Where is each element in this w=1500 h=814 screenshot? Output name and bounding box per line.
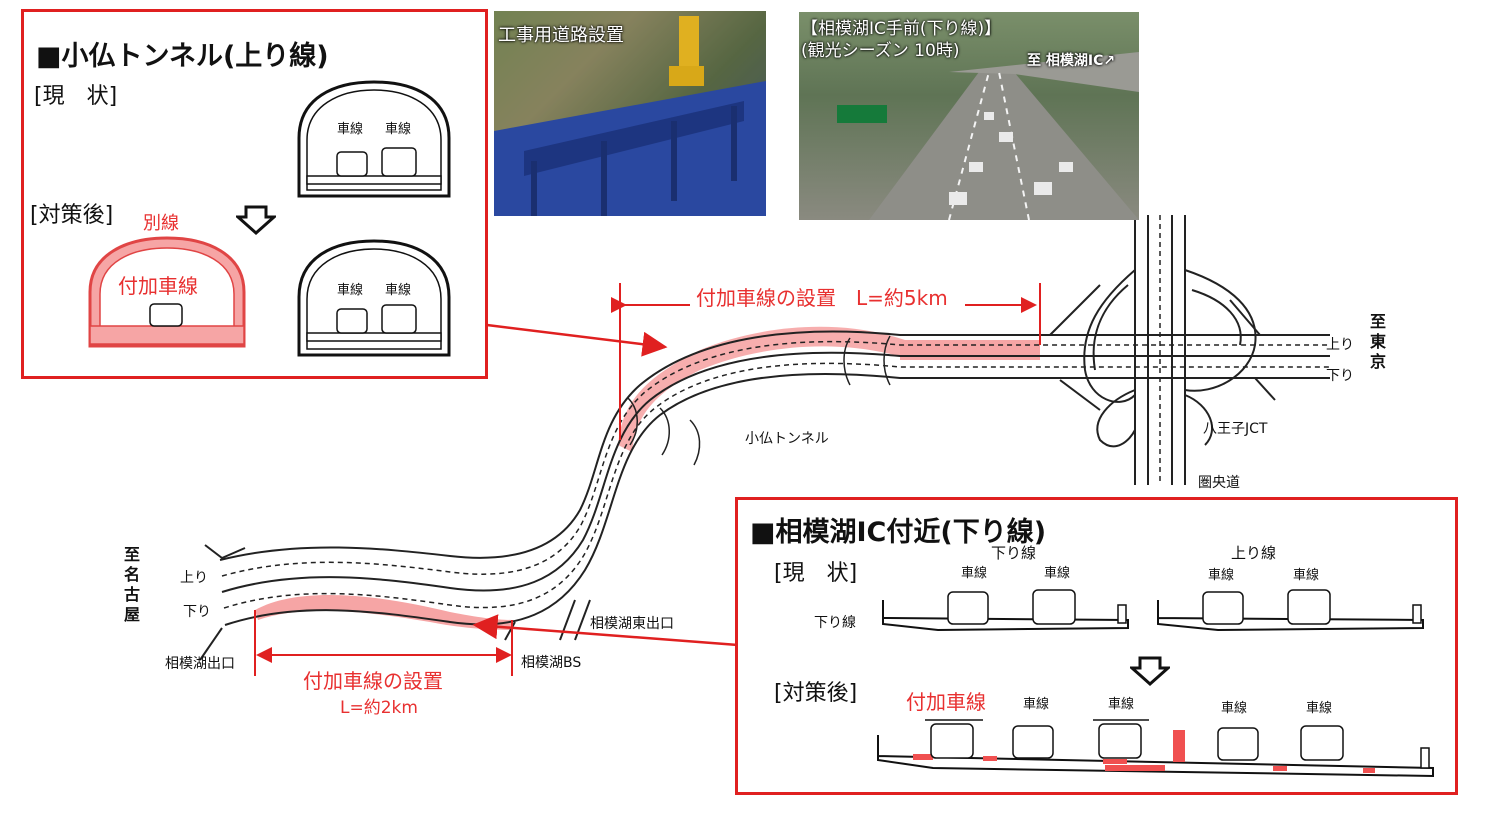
tunnel-after-diagram: 車線 車線 [289, 237, 459, 362]
sagamiko-traffic-photo: 【相模湖IC手前(下り線)】 (観光シーズン 10時) 至 相模湖IC↗ [799, 12, 1139, 220]
lane-label: 車線 [385, 283, 412, 298]
construction-road-photo: 工事用道路設置 [494, 11, 766, 216]
ken-o-label: 圏央道 [1198, 475, 1240, 491]
down-arrow-icon [236, 205, 276, 235]
added-lane-2km-label-line1: 付加車線の設置 [303, 669, 443, 693]
kobotoke-current-label: [現 状] [34, 84, 118, 109]
photo2-direction: 至 相模湖IC↗ [1027, 53, 1116, 69]
down-label-east: 下り [1326, 368, 1354, 384]
lane-label: 車線 [1044, 566, 1071, 581]
added-lane-5km-highlight [618, 326, 905, 452]
after-cross-section [873, 710, 1453, 785]
kobotoke-after-label: [対策後] [30, 203, 114, 228]
added-lane-tunnel-diagram: 付加車線 [82, 234, 252, 359]
photo1-caption: 工事用道路設置 [498, 25, 624, 46]
lane-label: 車線 [1221, 701, 1248, 716]
added-lane-2km-label-line2: L=約2km [340, 698, 418, 718]
lane-label: 車線 [961, 566, 988, 581]
to-tokyo-label: 至 東京 [1369, 312, 1386, 371]
up-label-east: 上り [1326, 337, 1354, 353]
down-arrow-icon [1130, 656, 1170, 686]
jct-label: 八王子JCT [1203, 421, 1268, 437]
up-line-header: 上り線 [1231, 544, 1277, 562]
lane-label: 車線 [1293, 568, 1320, 583]
sagamiko-bs-label: 相模湖BS [521, 655, 582, 671]
sagamiko-title: ■相模湖IC付近(下り線) [750, 517, 1047, 548]
sagamiko-exit-label: 相模湖出口 [165, 656, 235, 672]
tunnel-current-diagram: 車線 車線 [289, 78, 459, 203]
added-lane-label: 付加車線 [906, 690, 986, 714]
lane-label: 車線 [1306, 701, 1333, 716]
lane-label: 車線 [337, 122, 364, 137]
bypass-label: 別線 [143, 213, 179, 234]
lane-label: 車線 [1023, 697, 1050, 712]
sagamiko-ic-panel: ■相模湖IC付近(下り線) [現 状] [対策後] 下り線 上り線 下り線 車線… [735, 497, 1458, 795]
lane-label: 車線 [385, 122, 412, 137]
current-cross-section [878, 580, 1438, 640]
down-line-header: 下り線 [991, 544, 1037, 562]
sagamiko-current-label: [現 状] [774, 561, 858, 586]
lane-label: 車線 [1208, 568, 1235, 583]
kobotoke-title: ■小仏トンネル(上り線) [36, 41, 329, 72]
tunnel-label: 小仏トンネル [745, 431, 829, 447]
added-lane-5km-label: 付加車線の設置 L=約5km [696, 286, 948, 310]
lane-label: 車線 [337, 283, 364, 298]
to-nagoya-label: 至 名古屋 [123, 545, 140, 624]
photo2-caption-line2: (観光シーズン 10時) [801, 41, 960, 61]
sagamiko-east-exit-label: 相模湖東出口 [590, 616, 674, 632]
down-line-side-label: 下り線 [814, 615, 856, 631]
down-label-west: 下り [183, 604, 211, 620]
up-label-west: 上り [180, 570, 208, 586]
sagamiko-after-label: [対策後] [774, 681, 858, 706]
photo2-caption-line1: 【相模湖IC手前(下り線)】 [801, 19, 1002, 39]
kobotoke-tunnel-panel: ■小仏トンネル(上り線) [現 状] [対策後] 別線 車線 車線 付加車線 [21, 9, 488, 379]
lane-label: 車線 [1108, 697, 1135, 712]
added-lane-label: 付加車線 [118, 274, 198, 298]
